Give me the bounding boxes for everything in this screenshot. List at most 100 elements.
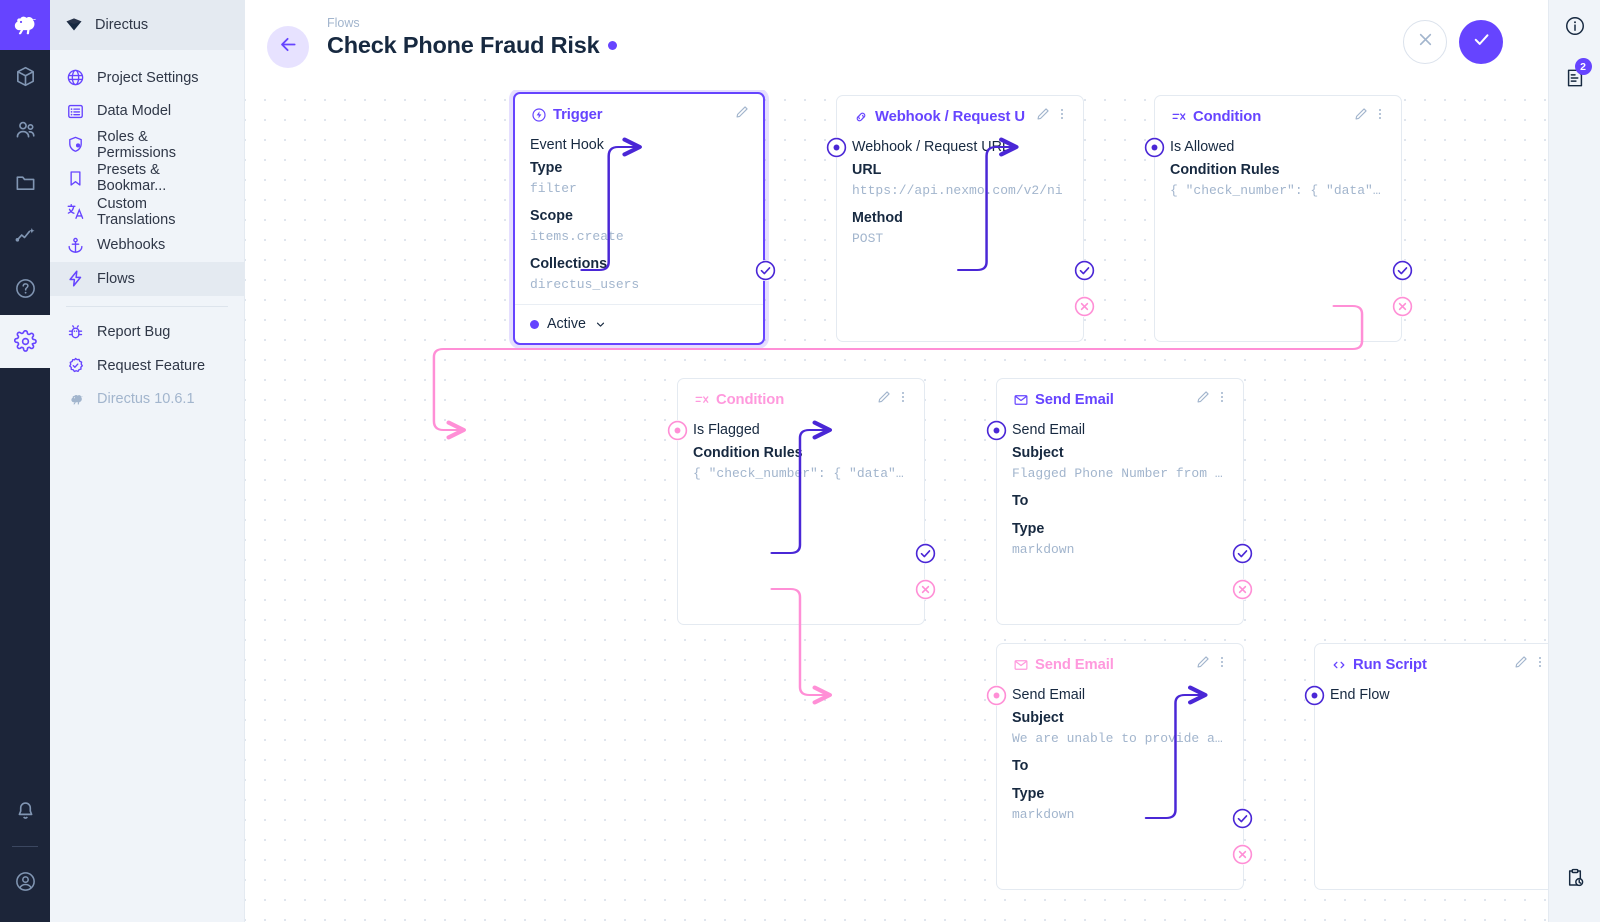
node-more-menu-icon[interactable] xyxy=(1214,654,1230,675)
edit-pencil-icon[interactable] xyxy=(1353,106,1369,127)
flow-node-send-email-unable[interactable]: Send Email Send Email Subject We are una… xyxy=(996,643,1244,890)
port-input-run-script[interactable] xyxy=(1304,685,1325,706)
field-value: We are unable to provide a… xyxy=(1012,731,1223,746)
port-input-send-email-flagged[interactable] xyxy=(986,420,1007,441)
node-title: Condition xyxy=(716,391,785,408)
port-reject-send-email-unable[interactable] xyxy=(1232,844,1253,865)
flow-canvas-area[interactable]: Trigger Event Hook Type filter Scope ite… xyxy=(245,0,1600,922)
node-more-menu-icon[interactable] xyxy=(1054,106,1070,127)
node-operation-name: Is Flagged xyxy=(693,422,760,438)
list-alt-icon xyxy=(66,102,85,121)
logs-document-icon[interactable]: 2 xyxy=(1549,52,1600,104)
breadcrumb[interactable]: Flows xyxy=(327,16,360,30)
node-body: Send Email Subject We are unable to prov… xyxy=(997,685,1243,838)
field-value: markdown xyxy=(1012,542,1075,557)
port-reject-webhook[interactable] xyxy=(1074,296,1095,317)
node-more-menu-icon[interactable] xyxy=(1214,389,1230,410)
node-body: Webhook / Request URL URL https://api.ne… xyxy=(837,137,1083,262)
sidebar-item-report-bug[interactable]: Report Bug xyxy=(50,316,244,350)
node-more-menu-icon[interactable] xyxy=(1532,654,1548,675)
sidebar-item-webhooks[interactable]: Webhooks xyxy=(50,229,244,263)
node-header-actions xyxy=(734,104,750,125)
flow-status-selector[interactable]: Active xyxy=(515,304,763,343)
node-more-menu-icon[interactable] xyxy=(895,389,911,410)
field-label: To xyxy=(1012,493,1029,509)
sidebar-item-flows[interactable]: Flows xyxy=(50,262,244,296)
field-label: Type xyxy=(1012,786,1045,802)
port-reject-condition-is-allowed[interactable] xyxy=(1392,296,1413,317)
right-sidebar-rail: 2 xyxy=(1548,0,1600,922)
node-body: Event Hook Type filter Scope items.creat… xyxy=(515,135,763,308)
cancel-button[interactable] xyxy=(1403,20,1447,64)
node-operation-name: Send Email xyxy=(1012,687,1086,703)
port-resolve-send-email-flagged[interactable] xyxy=(1232,543,1253,564)
port-input-webhook[interactable] xyxy=(826,137,847,158)
edit-pencil-icon[interactable] xyxy=(876,389,892,410)
module-bar-divider xyxy=(12,846,38,847)
save-button[interactable] xyxy=(1459,20,1503,64)
envelope-icon xyxy=(1012,656,1029,673)
port-resolve-condition-is-flagged[interactable] xyxy=(915,543,936,564)
port-resolve-condition-is-allowed[interactable] xyxy=(1392,260,1413,281)
flow-node-trigger[interactable]: Trigger Event Hook Type filter Scope ite… xyxy=(513,92,765,345)
sidebar-item-presets-bookmarks[interactable]: Presets & Bookmar... xyxy=(50,162,244,196)
files-module-icon[interactable] xyxy=(0,156,50,209)
docs-module-icon[interactable] xyxy=(0,262,50,315)
insights-module-icon[interactable] xyxy=(0,209,50,262)
node-operation-name: Webhook / Request URL xyxy=(852,139,1010,155)
port-resolve-trigger[interactable] xyxy=(755,260,776,281)
content-module-icon[interactable] xyxy=(0,50,50,103)
envelope-icon xyxy=(1012,391,1029,408)
module-bar xyxy=(0,0,50,922)
field-label: Subject xyxy=(1012,710,1064,726)
port-resolve-send-email-unable[interactable] xyxy=(1232,808,1253,829)
edit-pencil-icon[interactable] xyxy=(1035,106,1051,127)
port-input-send-email-unable[interactable] xyxy=(986,685,1007,706)
sidebar-item-roles-permissions[interactable]: Roles & Permissions xyxy=(50,128,244,162)
sidebar-item-label: Roles & Permissions xyxy=(97,128,176,161)
port-resolve-webhook[interactable] xyxy=(1074,260,1095,281)
account-circle-icon[interactable] xyxy=(0,855,50,908)
users-module-icon[interactable] xyxy=(0,103,50,156)
port-reject-send-email-flagged[interactable] xyxy=(1232,579,1253,600)
sidebar-item-custom-translations[interactable]: Custom Translations xyxy=(50,195,244,229)
info-circle-icon[interactable] xyxy=(1549,0,1600,52)
sidebar-item-request-feature[interactable]: Request Feature xyxy=(50,349,244,383)
edit-pencil-icon[interactable] xyxy=(1195,654,1211,675)
flow-node-condition-is-allowed[interactable]: Condition Is Allowed Condition Rules { "… xyxy=(1154,95,1402,342)
edit-pencil-icon[interactable] xyxy=(1195,389,1211,410)
sidebar-item-label: Webhooks xyxy=(97,237,166,254)
sidebar-item-label: Report Bug xyxy=(97,324,171,341)
node-title: Send Email xyxy=(1035,656,1114,673)
field-value: { "check_number": { "data"… xyxy=(693,466,904,481)
flow-node-run-script[interactable]: Run Script End Flow xyxy=(1314,643,1562,890)
node-header-actions xyxy=(1513,654,1548,675)
port-reject-condition-is-flagged[interactable] xyxy=(915,579,936,600)
sidebar-item-label: Custom Translations xyxy=(97,195,176,228)
node-more-menu-icon[interactable] xyxy=(1372,106,1388,127)
settings-nav-list: Project Settings Data Model Roles & Perm… xyxy=(50,50,244,416)
close-x-icon xyxy=(1415,29,1436,55)
bell-icon[interactable] xyxy=(0,785,50,838)
node-header: Send Email xyxy=(997,379,1243,420)
clipboard-clock-icon[interactable] xyxy=(1549,852,1600,904)
node-header-actions xyxy=(1195,389,1230,410)
check-badge-icon xyxy=(66,356,85,375)
sidebar-item-project-settings[interactable]: Project Settings xyxy=(50,61,244,95)
sidebar-item-label: Data Model xyxy=(97,103,172,120)
back-button[interactable] xyxy=(267,26,309,68)
directus-logo[interactable] xyxy=(0,0,50,50)
sidebar-item-data-model[interactable]: Data Model xyxy=(50,95,244,129)
edit-pencil-icon[interactable] xyxy=(1513,654,1529,675)
settings-module-icon[interactable] xyxy=(0,315,50,368)
flow-node-condition-is-flagged[interactable]: Condition Is Flagged Condition Rules { "… xyxy=(677,378,925,625)
port-input-condition-is-allowed[interactable] xyxy=(1144,137,1165,158)
directus-gem-icon xyxy=(64,15,84,35)
project-header[interactable]: Directus xyxy=(50,0,244,50)
node-operation-name: Event Hook xyxy=(530,137,604,153)
port-input-condition-is-flagged[interactable] xyxy=(667,420,688,441)
field-label: Condition Rules xyxy=(1170,162,1280,178)
flow-node-send-email-flagged[interactable]: Send Email Send Email Subject Flagged Ph… xyxy=(996,378,1244,625)
edit-pencil-icon[interactable] xyxy=(734,104,750,125)
flow-node-webhook[interactable]: Webhook / Request U Webhook / Request UR… xyxy=(836,95,1084,342)
